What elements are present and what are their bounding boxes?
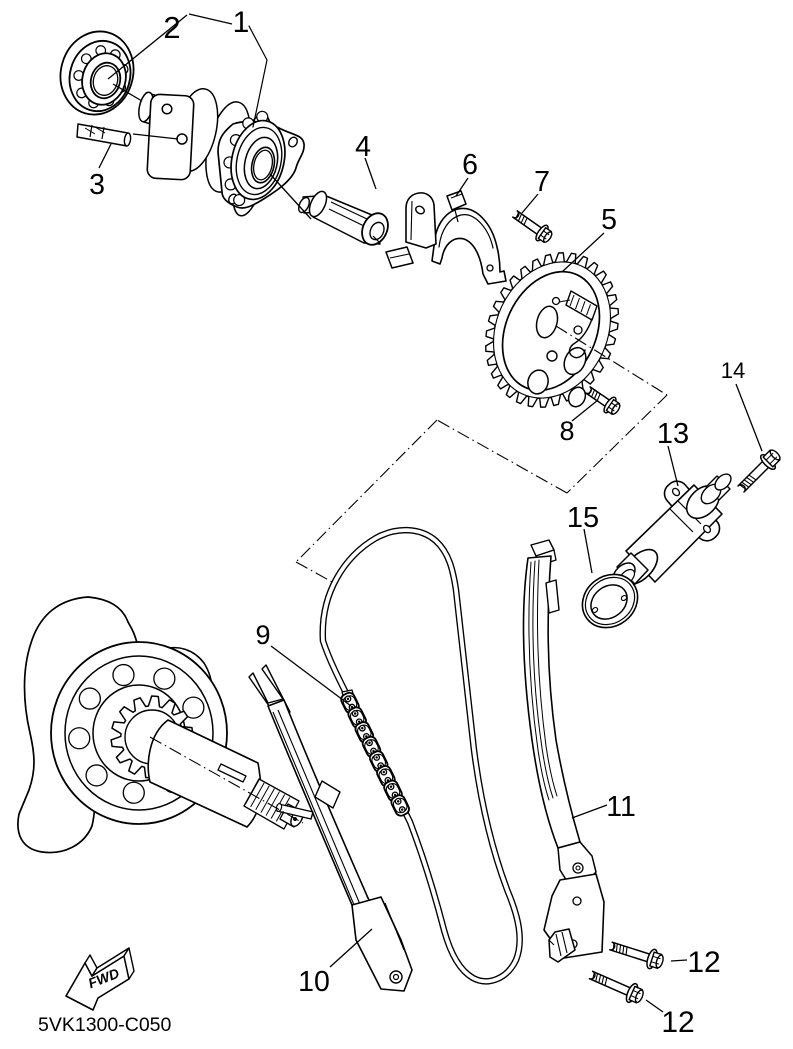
svg-text:11: 11 [606,791,636,823]
svg-text:13: 13 [657,418,689,450]
svg-text:9: 9 [255,620,270,650]
svg-text:3: 3 [89,169,105,201]
svg-text:10: 10 [298,966,330,998]
svg-text:12: 12 [687,946,720,979]
svg-text:12: 12 [661,1006,694,1039]
svg-text:14: 14 [721,358,745,383]
svg-text:2: 2 [163,10,180,45]
svg-text:5: 5 [601,204,617,236]
svg-text:15: 15 [567,502,599,534]
svg-text:7: 7 [534,166,550,198]
svg-text:1: 1 [233,6,250,39]
svg-text:5VK1300-C050: 5VK1300-C050 [38,1014,172,1036]
svg-text:8: 8 [559,416,574,446]
svg-text:6: 6 [462,149,478,181]
svg-text:4: 4 [355,131,371,163]
